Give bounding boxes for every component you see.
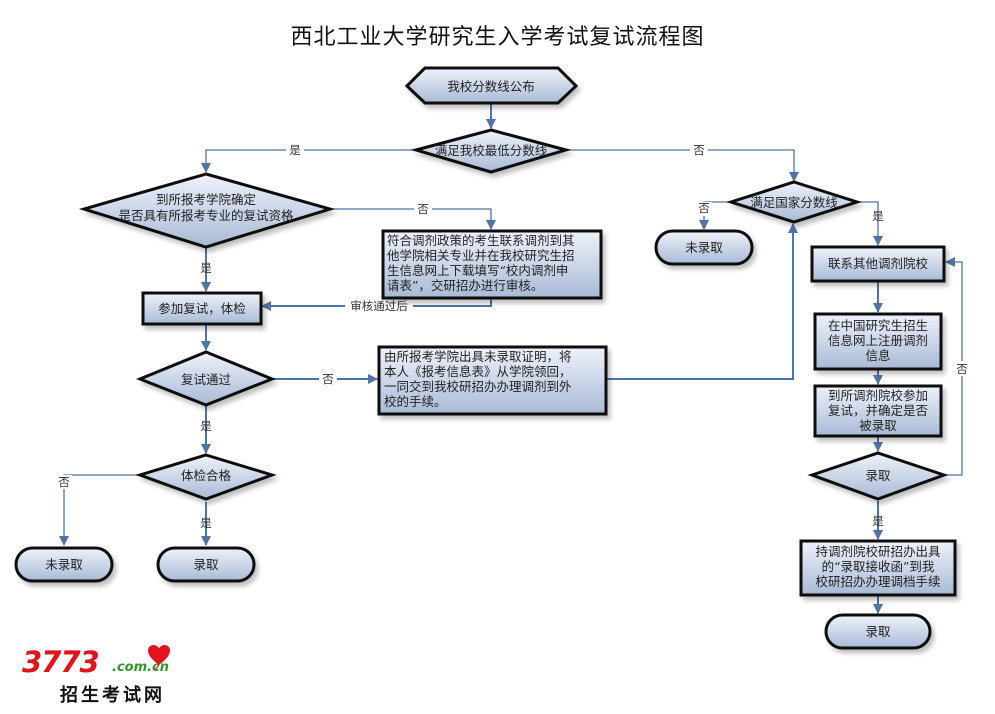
node-reject-left [14,546,114,583]
label-school-line-no: 否 [693,143,705,157]
node-internal-adjust-text-4: 请表”，交研招办进行审核。 [387,278,543,293]
node-attend-text-3: 被录取 [859,418,897,433]
node-external-proc-text-1: 由所报考学院出具未录取证明，将 [384,349,572,364]
node-transfer-text-2: 的“录取接收函”到我 [822,559,935,574]
node-school-line [410,128,572,174]
node-transfer-text-3: 校研招办办理调档手续 [815,574,940,589]
node-contact-text: 联系其他调剂院校 [828,256,929,271]
edge-school-line-yes [201,149,418,173]
node-admitted [807,451,949,501]
label-qualify-yes: 是 [200,261,212,275]
node-reject-right-text: 未录取 [685,240,723,255]
label-national-yes: 是 [872,209,884,223]
node-reject-left-text: 未录取 [45,557,83,572]
node-register [813,312,943,371]
node-external-proc-text-2: 本人《报考信息表》从学院领回， [384,364,572,379]
node-admit-right-text: 录取 [865,624,891,639]
edge-external-to-national [606,223,798,380]
edge-health-no [59,474,140,546]
node-internal-adjust-text-2: 他学院相关专业并在我校研究生招 [387,248,575,263]
label-admitted-no: 否 [956,362,968,376]
logo-domain: .com.cn [112,660,170,675]
node-retest-text: 参加复试，体检 [158,301,246,316]
site-logo[interactable]: 3773 .com.cn 招生考试网 [18,643,188,711]
edge-school-line-no [566,149,799,182]
node-external-proc-text-4: 校的手续。 [384,394,447,409]
node-transfer-text-1: 持调剂院校研招办出具 [815,544,941,559]
node-attend-text-2: 复试，并确定是否 [828,403,928,418]
node-national-line-text: 满足国家分数线 [750,195,838,210]
node-register-text-2: 信息网上注册调剂 [828,333,928,348]
node-register-text-1: 在中国研究生招生 [828,318,928,333]
node-admit-right [824,613,932,650]
node-health-text: 体检合格 [181,468,232,483]
node-internal-adjust [381,229,603,300]
label-after-review: 审核通过后 [350,299,408,313]
node-qualify-text-2: 是否具有所报考专业的复试资格 [118,208,294,223]
node-admit-left-text: 录取 [193,557,219,572]
node-attend-text-1: 到所调剂院校参加 [828,388,928,403]
heart-icon [148,645,170,671]
label-pass-yes: 是 [200,419,212,433]
node-start [404,66,579,105]
node-internal-adjust-text-1: 符合调剂政策的考生联系调剂到其 [387,233,575,248]
node-qualify [78,172,336,249]
label-pass-no: 否 [322,372,334,386]
label-admitted-yes: 是 [872,514,884,528]
node-admitted-text: 录取 [865,468,891,483]
node-retest-pass [135,350,277,407]
node-attend [813,384,943,438]
page-title: 西北工业大学研究生入学考试复试流程图 [290,25,705,50]
edge-national-yes [855,201,883,246]
node-transfer [799,539,957,597]
node-health [135,453,277,501]
label-health-no: 否 [58,475,70,489]
node-admit-left [156,546,256,583]
node-external-proc-text-3: 一同交到我校研招办办理调剂到外 [384,379,572,394]
label-qualify-no: 否 [417,202,429,216]
node-internal-adjust-text-3: 生信息网上下载填写“校内调剂申 [387,263,568,278]
logo-name: 招生考试网 [60,685,165,706]
node-school-line-text: 满足我校最低分数线 [435,143,548,158]
edge-internal-review [261,298,492,311]
node-qualify-text-1: 到所报考学院确定 [156,192,256,207]
node-retest-pass-text: 复试通过 [181,372,232,387]
node-start-text: 我校分数线公布 [447,79,535,94]
node-external-proc [377,345,608,416]
node-contact [810,245,946,283]
node-reject-right [654,229,754,266]
node-retest [141,291,263,326]
label-school-line-yes: 是 [289,143,301,157]
edge-qualify-no [330,208,496,230]
node-register-text-3: 信息 [865,348,890,363]
logo-number: 3773 [22,645,100,679]
label-health-yes: 是 [200,516,212,530]
node-national-line [726,180,862,224]
label-national-no: 否 [698,201,710,215]
